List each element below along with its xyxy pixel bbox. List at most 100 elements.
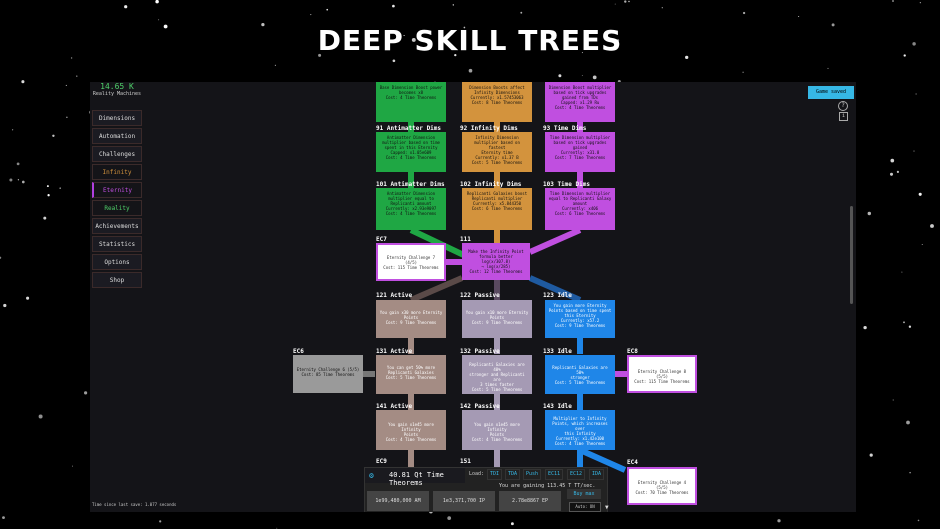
- study-node-102[interactable]: Replicanti Galaxies boost Replicanti mul…: [462, 188, 532, 230]
- node-text: Currently: x57.2: [560, 318, 600, 323]
- star: [921, 243, 923, 245]
- study-node-82[interactable]: Dimension Boosts affect Infinity Dimensi…: [462, 82, 532, 122]
- node-text: Time Dimension multiplier: [549, 191, 611, 196]
- time-since-save: Time since last save: 1.077 seconds: [92, 502, 177, 507]
- node-cost: Cost: 9 Time Theorems: [385, 320, 437, 325]
- info-icon[interactable]: i: [839, 112, 848, 121]
- node-text: Currently: x1.42e100: [555, 436, 605, 441]
- star: [274, 64, 276, 66]
- tab-options[interactable]: Options: [92, 254, 142, 270]
- preset-ec12-button[interactable]: EC12: [567, 469, 586, 480]
- star: [46, 185, 49, 188]
- game-saved-button[interactable]: Game saved: [808, 86, 854, 99]
- star: [403, 34, 405, 37]
- node-title: 132 Passive: [460, 348, 500, 355]
- study-node-121[interactable]: You gain x30 more Eternity Points Cost: …: [376, 300, 446, 338]
- study-node-132[interactable]: Replicanti Galaxies are 40% stronger and…: [462, 355, 532, 394]
- node-text: Currently: x2.93e9097: [385, 206, 437, 211]
- tab-shop[interactable]: Shop: [92, 272, 142, 288]
- tt-autobuyer-toggle[interactable]: Auto: ON: [569, 502, 601, 512]
- tab-infinity[interactable]: Infinity: [92, 164, 142, 180]
- node-cost: Cost: 4 Time Theorems: [385, 437, 437, 442]
- preset-tda-button[interactable]: TDA: [505, 469, 521, 480]
- study-node-143[interactable]: Multiplier to Infinity Points, which inc…: [545, 410, 615, 450]
- preset-ida-button[interactable]: IDA: [589, 469, 605, 480]
- node-text: Eternity Challenge 4 (5/5): [637, 480, 687, 490]
- study-node-133[interactable]: Replicanti Galaxies are 50% stronger Cos…: [545, 355, 615, 394]
- eternity-challenge-6[interactable]: Eternity Challenge 6 (5/5) Cost: 85 Time…: [293, 355, 363, 393]
- eternity-challenge-4[interactable]: Eternity Challenge 4 (5/5) Cost: 70 Time…: [627, 467, 697, 505]
- star: [84, 391, 88, 395]
- star: [155, 0, 159, 4]
- tab-challenges[interactable]: Challenges: [92, 146, 142, 162]
- buy-tt-with-am-button[interactable]: 1e99,480,000 AM: [367, 491, 429, 511]
- preset-tdi-button[interactable]: TDI: [487, 469, 503, 480]
- node-text: Time Dimension multiplier: [549, 135, 611, 140]
- star: [913, 150, 915, 152]
- node-cost: Cost: 4 Time Theorems: [385, 155, 437, 160]
- node-text: this Infinity: [564, 431, 596, 436]
- study-node-141[interactable]: You gain x1e45 more Infinity Points Cost…: [376, 410, 446, 450]
- study-node-142[interactable]: You gain x1e45 more Infinity Points Cost…: [462, 410, 532, 450]
- node-text: Currently: x1.57453063: [470, 95, 524, 100]
- tab-dimensions[interactable]: Dimensions: [92, 110, 142, 126]
- preset-push-button[interactable]: Push: [523, 469, 542, 480]
- tab-statistics[interactable]: Statistics: [92, 236, 142, 252]
- star: [585, 44, 588, 47]
- star: [66, 116, 68, 118]
- study-node-93[interactable]: Time Dimension multiplier based on tick …: [545, 132, 615, 172]
- tab-automation[interactable]: Automation: [92, 128, 142, 144]
- star: [12, 129, 14, 131]
- scrollbar[interactable]: [850, 206, 853, 304]
- node-title: 143 Idle: [543, 403, 572, 410]
- study-node-83[interactable]: Dimension Boost multiplier based on tick…: [545, 82, 615, 122]
- star: [0, 256, 2, 259]
- study-node-111[interactable]: Make the Infinity Point formula better l…: [462, 243, 530, 280]
- tab-reality[interactable]: Reality: [92, 200, 142, 216]
- study-node-92[interactable]: Infinity Dimension multiplier based on f…: [462, 132, 532, 172]
- star: [906, 420, 910, 425]
- star: [917, 519, 920, 522]
- node-title: EC8: [627, 348, 638, 355]
- star: [159, 520, 162, 523]
- sidebar: 14.65 K Reality Machines Dimensions Auto…: [90, 82, 142, 288]
- node-text: Replicanti Galaxies: [388, 370, 434, 375]
- preset-ec11-button[interactable]: EC11: [545, 469, 564, 480]
- tab-eternity[interactable]: Eternity: [92, 182, 142, 198]
- study-node-122[interactable]: You gain x10 more Eternity Points Cost: …: [462, 300, 532, 338]
- node-text: Antimatter Dimension: [386, 135, 436, 140]
- node-text: Base Dimension Boost power: [379, 85, 443, 90]
- tab-achievements[interactable]: Achievements: [92, 218, 142, 234]
- star: [43, 216, 47, 220]
- collapse-icon[interactable]: ▼: [605, 504, 609, 511]
- node-text: Replicanti amount: [390, 201, 432, 206]
- star: [592, 75, 597, 80]
- help-icon[interactable]: ?: [838, 101, 848, 111]
- node-text: Replicanti Galaxies are 50%: [552, 365, 608, 375]
- study-node-123[interactable]: You gain more Eternity Points based on t…: [545, 300, 615, 338]
- study-node-101[interactable]: Antimatter Dimension multiplier equal to…: [376, 188, 446, 230]
- eternity-challenge-8[interactable]: Eternity Challenge 8 (5/5) Cost: 115 Tim…: [627, 355, 697, 393]
- buy-tt-with-ip-button[interactable]: 1e3,371,700 IP: [433, 491, 495, 511]
- study-node-131[interactable]: You can get 50% more Replicanti Galaxies…: [376, 355, 446, 394]
- star: [26, 296, 30, 300]
- gear-icon[interactable]: ⚙: [369, 471, 374, 480]
- node-title: 111: [460, 236, 471, 243]
- star: [2, 516, 5, 519]
- buy-max-button[interactable]: Buy max: [567, 489, 601, 499]
- buy-tt-with-ep-button[interactable]: 2.78e8867 EP: [499, 491, 561, 511]
- study-node-81[interactable]: Base Dimension Boost power becomes x8 Co…: [376, 82, 446, 122]
- node-text: Currently: x5.844350: [472, 201, 522, 206]
- star: [52, 134, 55, 137]
- node-text: formula better log(x/307.8): [479, 254, 513, 264]
- node-text: Infinity Dimension: [475, 135, 519, 140]
- node-text: gained from TDs: [561, 95, 599, 100]
- study-node-91[interactable]: Antimatter Dimension multiplier based on…: [376, 132, 446, 172]
- study-node-103[interactable]: Time Dimension multiplier equal to Repli…: [545, 188, 615, 230]
- eternity-challenge-7[interactable]: Eternity Challenge 7 (4/5) Cost: 115 Tim…: [376, 243, 446, 281]
- node-text: → log(x/285): [481, 264, 511, 269]
- promo-title: DEEP SKILL TREES: [317, 24, 623, 57]
- node-text: this Eternity: [564, 313, 596, 318]
- node-cost: Cost: 70 Time Theorems: [635, 490, 689, 495]
- star: [628, 0, 630, 3]
